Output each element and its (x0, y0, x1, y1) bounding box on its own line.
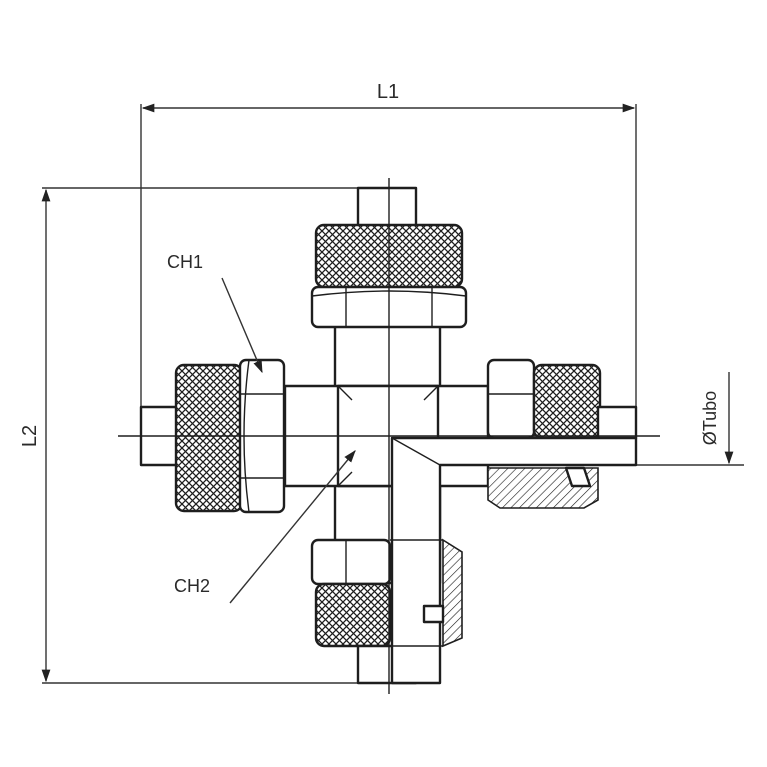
l1-label: L1 (377, 81, 399, 103)
dimension-tube-diameter: ØTubo (636, 372, 744, 466)
ch2-label: CH2 (174, 576, 210, 596)
bottom-knurled-nut (314, 582, 392, 648)
bottom-hex-nut (310, 538, 392, 586)
top-tube (356, 186, 418, 230)
callout-ch1: CH1 (167, 252, 263, 374)
right-knurled-nut (532, 363, 602, 440)
bottom-nut-section (442, 538, 463, 648)
left-knurled-nut (174, 363, 244, 513)
section-view (390, 436, 638, 685)
center-lines (118, 178, 660, 694)
ch1-label: CH1 (167, 252, 203, 272)
right-branch (486, 358, 638, 440)
bottom-branch (310, 538, 418, 685)
l2-label: L2 (19, 425, 41, 447)
callout-ch2: CH2 (174, 450, 356, 604)
right-tube (596, 405, 638, 440)
dimension-l1: L1 (140, 81, 637, 436)
tube-diameter-label: ØTubo (700, 391, 720, 445)
dimension-l2: L2 (19, 187, 358, 684)
right-hex-nut (486, 358, 536, 440)
